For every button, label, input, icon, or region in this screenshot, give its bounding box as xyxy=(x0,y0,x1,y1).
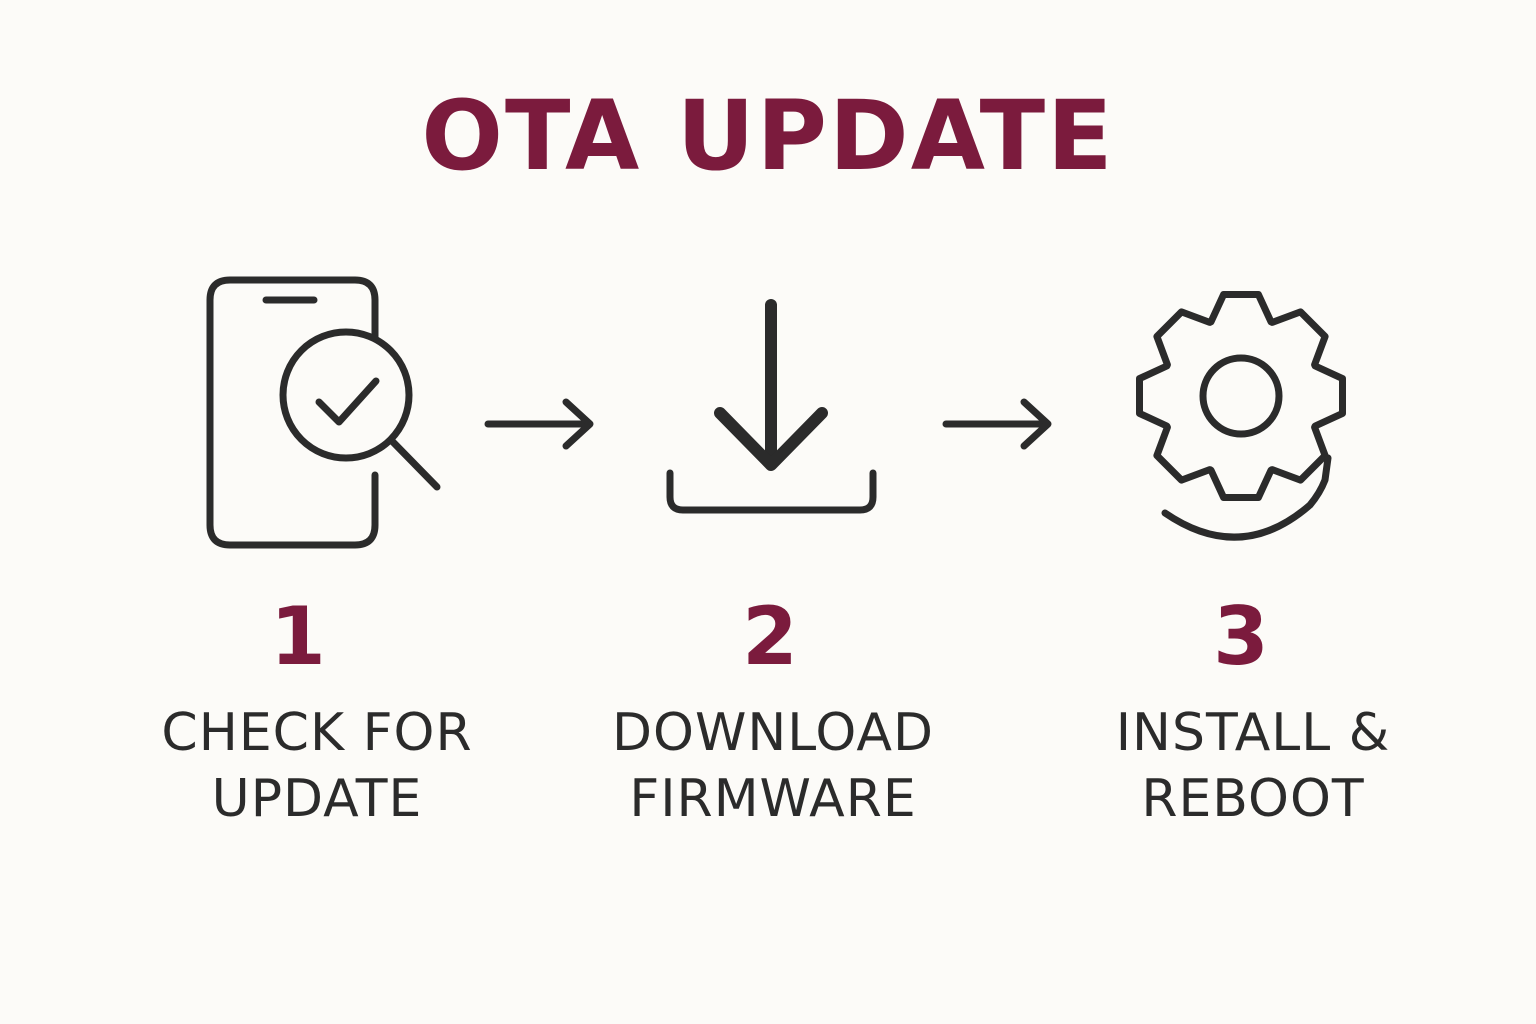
step-2-number: 2 xyxy=(742,590,798,683)
step-1-label-line1: CHECK FOR xyxy=(161,703,473,763)
step-3-number: 3 xyxy=(1213,590,1269,683)
step-1-label: CHECK FOR UPDATE xyxy=(107,700,527,832)
step-1-label-line2: UPDATE xyxy=(211,769,423,829)
step-2-label-line1: DOWNLOAD xyxy=(611,703,935,763)
step-3-label-line1: INSTALL & xyxy=(1115,703,1391,763)
step-3-label: INSTALL & REBOOT xyxy=(1043,700,1463,832)
gear-refresh-icon xyxy=(1120,275,1370,555)
phone-magnifier-check-icon xyxy=(200,270,460,560)
arrow-right-icon xyxy=(940,395,1060,459)
step-2-label: DOWNLOAD FIRMWARE xyxy=(563,700,983,832)
page-title: OTA UPDATE xyxy=(421,80,1115,192)
step-2-label-line2: FIRMWARE xyxy=(629,769,917,829)
step-1-number: 1 xyxy=(270,590,326,683)
arrow-right-icon xyxy=(482,395,602,459)
download-tray-icon xyxy=(660,295,890,525)
step-3-label-line2: REBOOT xyxy=(1141,769,1365,829)
gear-outline xyxy=(1136,291,1346,501)
